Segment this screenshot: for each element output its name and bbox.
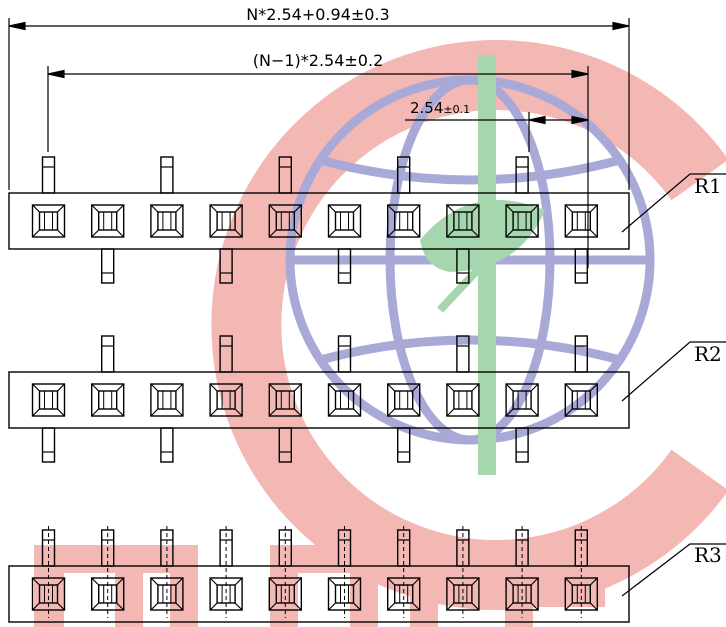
contact-cell xyxy=(446,204,480,238)
contact-cell xyxy=(268,577,302,611)
contact-cell xyxy=(387,383,421,417)
contact-cell xyxy=(150,577,184,611)
pin-top xyxy=(100,335,115,373)
contact-cell xyxy=(209,204,243,238)
contact-cell xyxy=(150,383,184,417)
dimension-annotations xyxy=(8,18,630,268)
contact-cell xyxy=(387,577,421,611)
connector-row-r3 xyxy=(8,526,630,623)
contact-cell xyxy=(90,383,125,417)
contact-cell xyxy=(564,383,598,417)
pin-bottom xyxy=(574,248,588,284)
row-label-r1: R1 xyxy=(694,174,722,198)
contact-cell xyxy=(327,577,362,611)
pitch-span-dimension-label: (N−1)*2.54±0.2 xyxy=(253,51,384,70)
contact-cell xyxy=(387,204,421,238)
connector-row-r2 xyxy=(8,335,630,463)
contact-cell xyxy=(327,204,362,238)
contact-cell xyxy=(446,383,480,417)
contact-cell xyxy=(31,577,66,611)
watermark-leaf xyxy=(420,55,545,475)
contact-cell xyxy=(505,577,539,611)
contact-cell xyxy=(505,383,539,417)
contact-cell xyxy=(150,204,184,238)
connector-row-r1 xyxy=(8,156,630,284)
pin-bottom xyxy=(160,427,174,463)
connector-housing xyxy=(8,371,630,429)
pin-bottom xyxy=(41,427,56,463)
contact-cell xyxy=(209,383,243,417)
pitch-tolerance: ±0.1 xyxy=(443,103,470,116)
pitch-value: 2.54 xyxy=(410,99,443,117)
pin-bottom xyxy=(337,248,352,284)
contact-cell xyxy=(90,577,125,611)
connector-housing xyxy=(8,565,630,623)
row-label-r2: R2 xyxy=(694,342,722,366)
pin-top xyxy=(160,156,174,194)
contact-cell xyxy=(268,383,302,417)
contact-cell xyxy=(564,204,598,238)
contact-cell xyxy=(327,383,362,417)
pin-bottom xyxy=(100,248,115,284)
contact-cell xyxy=(31,383,66,417)
watermark-c-shape xyxy=(211,40,726,610)
contact-cell xyxy=(505,204,539,238)
overall-dimension-label: N*2.54+0.94±0.3 xyxy=(246,5,389,24)
contact-cell xyxy=(446,577,480,611)
row-label-r3: R3 xyxy=(694,543,722,567)
connector-housing xyxy=(8,192,630,250)
contact-cell xyxy=(90,204,125,238)
row-label-leaders xyxy=(621,173,726,597)
contact-cell xyxy=(209,577,243,611)
contact-cell xyxy=(31,204,66,238)
watermark-logo xyxy=(34,40,726,627)
contact-cell xyxy=(564,577,598,611)
pitch-dimension-label: 2.54±0.1 xyxy=(410,99,470,117)
pin-top xyxy=(41,156,56,194)
contact-cell xyxy=(268,204,302,238)
